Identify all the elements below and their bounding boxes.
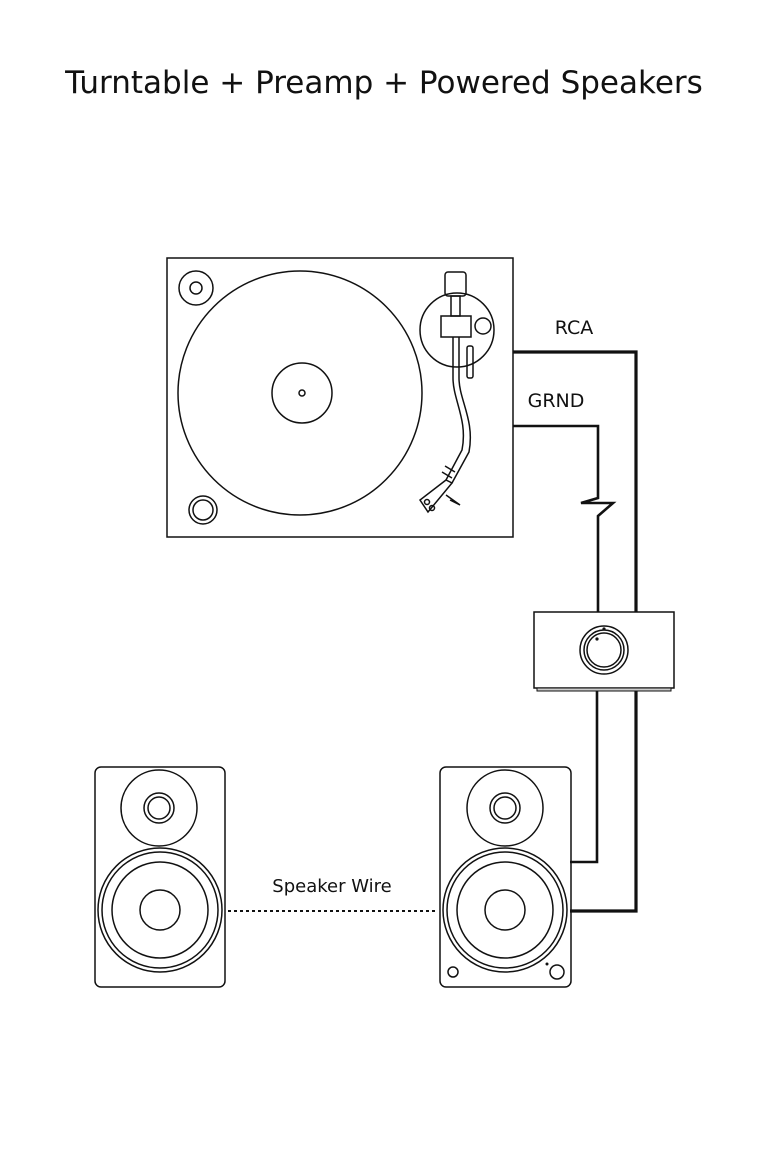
power-led [545, 962, 549, 966]
woofer-cone [456, 861, 554, 959]
preamp-to-speaker-ground [570, 691, 599, 864]
left-speaker [94, 766, 226, 988]
tweeter-dome [493, 796, 517, 820]
volume-knob-ring-inner [583, 629, 625, 671]
preamp-base [536, 687, 672, 692]
platter [177, 270, 423, 516]
tweeter [489, 792, 521, 824]
foot-outer [188, 495, 218, 525]
diagram-title: Turntable + Preamp + Powered Speakers [64, 65, 703, 101]
anti-skate [474, 317, 492, 335]
woofer-surround [101, 851, 219, 969]
tonearm-shaft [450, 295, 461, 317]
woofer-frame [442, 847, 568, 973]
preamp-body [533, 611, 675, 689]
woofer-frame [97, 847, 223, 973]
ground-wire [513, 424, 617, 612]
woofer-cone [111, 861, 209, 959]
dust-cap [139, 889, 181, 931]
speed-knob-center [189, 281, 203, 295]
power-knob[interactable] [549, 964, 565, 980]
spindle [298, 389, 306, 397]
tweeter-plate [120, 769, 198, 847]
knob-marker [602, 627, 606, 631]
arm-collar [441, 465, 456, 479]
speaker-wire-label: Speaker Wire [272, 876, 391, 897]
headshell-screw [423, 498, 431, 506]
dust-cap [484, 889, 526, 931]
lift-lever [466, 345, 474, 379]
speaker-cabinet [439, 766, 572, 988]
tweeter-dome [147, 796, 171, 820]
preamp [533, 611, 675, 692]
volume-knob-ring[interactable] [579, 625, 629, 675]
cartridge-headshell [418, 479, 461, 514]
woofer-surround [446, 851, 564, 969]
rca-label: RCA [555, 317, 594, 339]
bass-port [447, 966, 459, 978]
preamp-to-speaker-rca [570, 691, 638, 913]
tonearm-base [419, 292, 495, 368]
headshell-screw [428, 504, 436, 512]
arm-tube [445, 337, 471, 484]
rca-cable [513, 350, 638, 612]
tweeter-plate [466, 769, 544, 847]
knob-indicator [595, 637, 599, 641]
pivot [440, 315, 472, 338]
tweeter [143, 792, 175, 824]
ground-label: GRND [528, 390, 585, 412]
speed-knob [178, 270, 214, 306]
turntable [166, 257, 514, 538]
volume-knob[interactable] [586, 632, 622, 668]
tonearm [418, 271, 495, 514]
turntable-plinth [166, 257, 514, 538]
record-label [271, 362, 333, 424]
right-powered-speaker [439, 766, 572, 988]
foot-inner [192, 499, 214, 521]
speaker-cabinet [94, 766, 226, 988]
